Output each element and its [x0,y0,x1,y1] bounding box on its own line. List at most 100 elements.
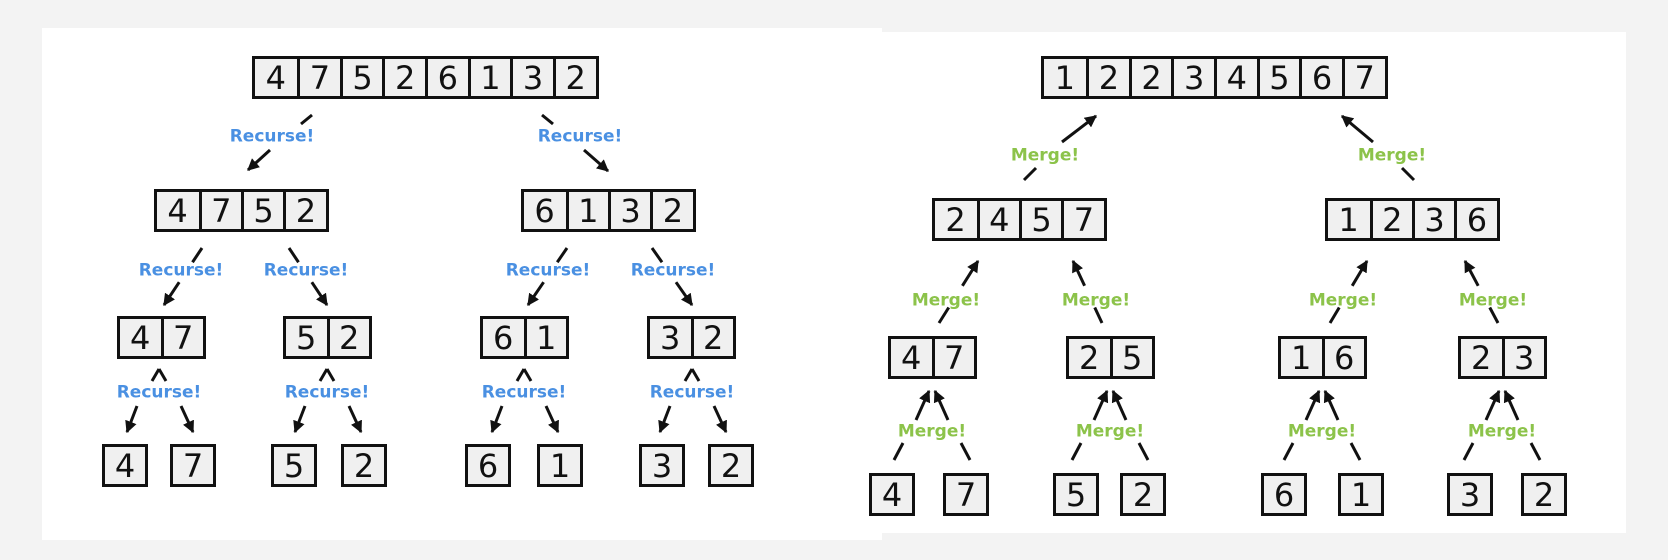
merge-label: Merge! [1308,290,1378,311]
digit-cell: 2 [1369,201,1412,239]
merge-label: Merge! [1287,421,1357,442]
digit-cell: 4 [265,58,286,97]
digit-cell: 2 [1471,338,1492,377]
digit-cell: 5 [283,446,305,485]
digit-cell: 4 [976,201,1019,239]
digit-cell: 2 [1079,338,1100,377]
recurse-label: Recurse! [284,382,370,403]
digit-cell: 4 [881,475,903,514]
digit-cell: 2 [283,192,325,230]
merge-leaf-array: 5 [1053,473,1099,516]
digit-cell: 7 [955,475,977,514]
digit-cell: 6 [477,446,499,485]
recurse-label: Recurse! [263,260,349,281]
split-leaf-array: 7 [170,444,216,487]
digit-cell: 5 [1256,59,1300,97]
digit-cell: 5 [1065,475,1087,514]
digit-cell: 2 [552,59,596,97]
digit-cell: 2 [650,192,692,230]
digit-cell: 1 [1291,338,1312,377]
recurse-label: Recurse! [481,382,567,403]
digit-cell: 1 [565,192,608,230]
recurse-label: Recurse! [537,126,623,147]
digit-cell: 5 [1109,339,1152,377]
digit-cell: 2 [690,319,733,357]
digit-cell: 7 [297,59,340,97]
digit-cell: 2 [1086,59,1129,97]
digit-cell: 2 [720,446,742,485]
digit-cell: 3 [1501,339,1544,377]
digit-cell: 6 [493,318,514,357]
merge-label: Merge! [1010,145,1080,166]
digit-cell: 2 [382,59,425,97]
digit-cell: 3 [660,318,681,357]
split-leaf-array: 6 [465,444,511,487]
digit-cell: 2 [353,446,375,485]
digit-cell: 6 [1454,201,1496,239]
digit-cell: 3 [607,192,650,230]
digit-cell: 5 [339,59,383,97]
recurse-label: Recurse! [229,126,315,147]
merge-leaf-array: 7 [943,473,989,516]
digit-cell: 3 [510,59,553,97]
recurse-label: Recurse! [630,260,716,281]
merge-label: Merge! [911,290,981,311]
digit-cell: 7 [1341,59,1385,97]
digit-cell: 1 [549,446,571,485]
digit-cell: 3 [1411,201,1454,239]
split-leaf-array: 5 [271,444,317,487]
digit-cell: 1 [1338,200,1359,239]
split-leaf-array: 3 [639,444,685,487]
digit-cell: 1 [523,319,566,357]
digit-cell: 5 [1018,201,1061,239]
digit-cell: 3 [1459,475,1481,514]
digit-cell: 4 [167,191,188,230]
digit-cell: 1 [1054,58,1075,97]
digit-cell: 6 [534,191,555,230]
merge-leaf-array: 6 [1261,473,1307,516]
digit-cell: 4 [1213,59,1257,97]
merge-label: Merge! [1075,421,1145,442]
digit-cell: 1 [467,59,511,97]
digit-cell: 2 [1132,475,1154,514]
merge-leaf-array: 3 [1447,473,1493,516]
digit-cell: 4 [130,318,151,357]
digit-cell: 7 [198,192,241,230]
merge-label: Merge! [1467,421,1537,442]
digit-cell: 2 [326,319,369,357]
merge-panel [882,32,1626,533]
merge-leaf-array: 4 [869,473,915,516]
digit-cell: 5 [240,192,283,230]
digit-cell: 2 [1533,475,1555,514]
digit-cell: 7 [182,446,204,485]
split-leaf-array: 4 [102,444,148,487]
digit-cell: 6 [424,59,468,97]
digit-cell: 5 [296,318,317,357]
digit-cell: 3 [651,446,673,485]
merge-label: Merge! [1061,290,1131,311]
split-leaf-array: 2 [708,444,754,487]
digit-cell: 7 [160,319,203,357]
merge-leaf-array: 1 [1338,473,1384,516]
recurse-label: Recurse! [138,260,224,281]
digit-cell: 3 [1171,59,1214,97]
recurse-label: Recurse! [116,382,202,403]
digit-cell: 6 [1273,475,1295,514]
digit-cell: 4 [114,446,136,485]
digit-cell: 2 [1128,59,1172,97]
merge-leaf-array: 2 [1521,473,1567,516]
digit-cell: 2 [945,200,966,239]
digit-cell: 1 [1350,475,1372,514]
merge-label: Merge! [1458,290,1528,311]
merge-label: Merge! [897,421,967,442]
